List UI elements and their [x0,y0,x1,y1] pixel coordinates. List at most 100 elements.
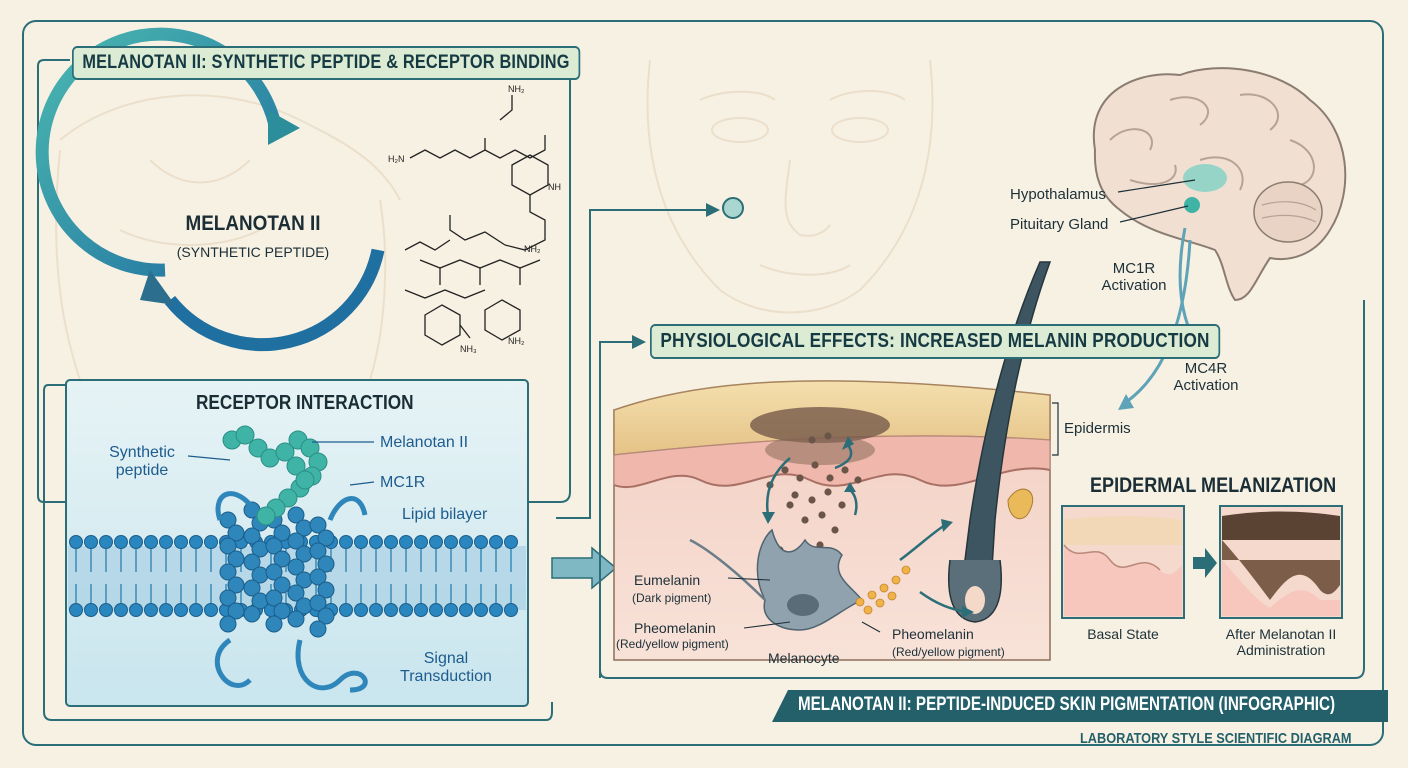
chem-label-nh2-mid: NH₂ [524,244,541,254]
lipid-head [399,535,413,549]
helix-bead [219,563,237,581]
lipid-head [174,535,188,549]
lipid-head [69,603,83,617]
label-after-administration: After Melanotan II Administration [1225,626,1337,659]
label-pheomelanin-right: Pheomelanin [892,626,974,642]
lipid-head [384,535,398,549]
label-pituitary: Pituitary Gland [1010,216,1109,233]
lipid-head [354,535,368,549]
receptor-title: RECEPTOR INTERACTION [196,392,414,414]
label-mc4r-activation: MC4R Activation [1173,360,1239,395]
lipid-head [174,603,188,617]
label-mc1r-activation: MC1R Activation [1101,260,1167,295]
melanin-granule [808,436,816,444]
injection-site-marker [722,197,744,219]
background-sketch [55,59,934,381]
basal-state-panel [1061,505,1185,619]
lipid-head [414,535,428,549]
lipid-head [504,603,518,617]
cycle-subtitle: (SYNTHETIC PEPTIDE) [176,244,330,260]
lipid-head [129,535,143,549]
physio-header: PHYSIOLOGICAL EFFECTS: INCREASED MELANIN… [650,324,1220,359]
brain-illustration [1092,67,1347,302]
pheomelanin-granule [875,598,885,608]
pheomelanin-granule [879,583,889,593]
peptide-cycle-arrows [35,27,385,352]
melanization-arrow [1193,548,1217,578]
mc1r-receptor [219,501,335,638]
label-eumelanin-sub: (Dark pigment) [632,591,712,605]
lipid-head [84,535,98,549]
lipid-head [129,603,143,617]
lipid-head [114,535,128,549]
helix-bead [317,529,335,547]
melanin-granule [796,474,804,482]
helix-bead [219,537,237,555]
helix-bead [273,576,291,594]
helix-bead [287,558,305,576]
label-mc1r: MC1R [380,474,426,491]
helix-bead [227,602,245,620]
lipid-head [459,603,473,617]
skin-cross-section [613,380,1051,661]
melanin-granule [791,491,799,499]
lipid-head [354,603,368,617]
lipid-head [99,535,113,549]
helix-bead [227,550,245,568]
cycle-title: MELANOTAN II [185,212,321,235]
helix-bead [273,550,291,568]
helix-bead [243,527,261,545]
label-hypothalamus: Hypothalamus [1010,186,1106,203]
label-melanotan: Melanotan II [380,434,469,451]
melanin-granule [781,466,789,474]
lipid-head [384,603,398,617]
chem-label-h2n: H₂N [388,154,405,164]
helix-bead [309,594,327,612]
label-lipid-bilayer: Lipid bilayer [402,506,488,523]
lipid-head [489,535,503,549]
melanin-granule [841,466,849,474]
lipid-head [339,603,353,617]
peptide-bead [275,442,295,462]
melanin-granule [838,501,846,509]
helix-bead [243,553,261,571]
lipid-head [144,535,158,549]
lipid-head [474,603,488,617]
melanin-granule [824,488,832,496]
chem-label-nh2-top: NH₂ [508,84,525,94]
helix-bead [309,620,327,638]
helix-bead [309,568,327,586]
helix-bead [273,524,291,542]
pheomelanin-granule [891,575,901,585]
peptide-bead [286,456,306,476]
helix-bead [265,537,283,555]
label-eumelanin: Eumelanin [634,572,701,588]
helix-bead [227,576,245,594]
melanin-granule [808,496,816,504]
melanin-granule [826,474,834,482]
pheomelanin-granule [901,565,911,575]
after-melanotan-panel [1219,505,1343,619]
melanization-title: EPIDERMAL MELANIZATION [1090,474,1337,497]
helix-bead [317,607,335,625]
chem-label-nh3: NH₃ [460,344,477,354]
big-arrow-to-skin [551,546,618,590]
helix-bead [287,584,305,602]
melanin-granule [811,461,819,469]
hair-follicle [948,261,1052,623]
lipid-head [339,535,353,549]
helix-bead [265,563,283,581]
lipid-head [399,603,413,617]
lipid-head [504,535,518,549]
helix-bead [287,610,305,628]
lipid-head [444,603,458,617]
helix-bead [309,516,327,534]
label-basal-state: Basal State [1087,626,1159,642]
lipid-head [369,603,383,617]
melanin-granule [801,516,809,524]
pheomelanin-granule [867,590,877,600]
pheomelanin-granules [855,565,911,615]
outer-frame [22,20,1384,746]
lipid-head [444,535,458,549]
